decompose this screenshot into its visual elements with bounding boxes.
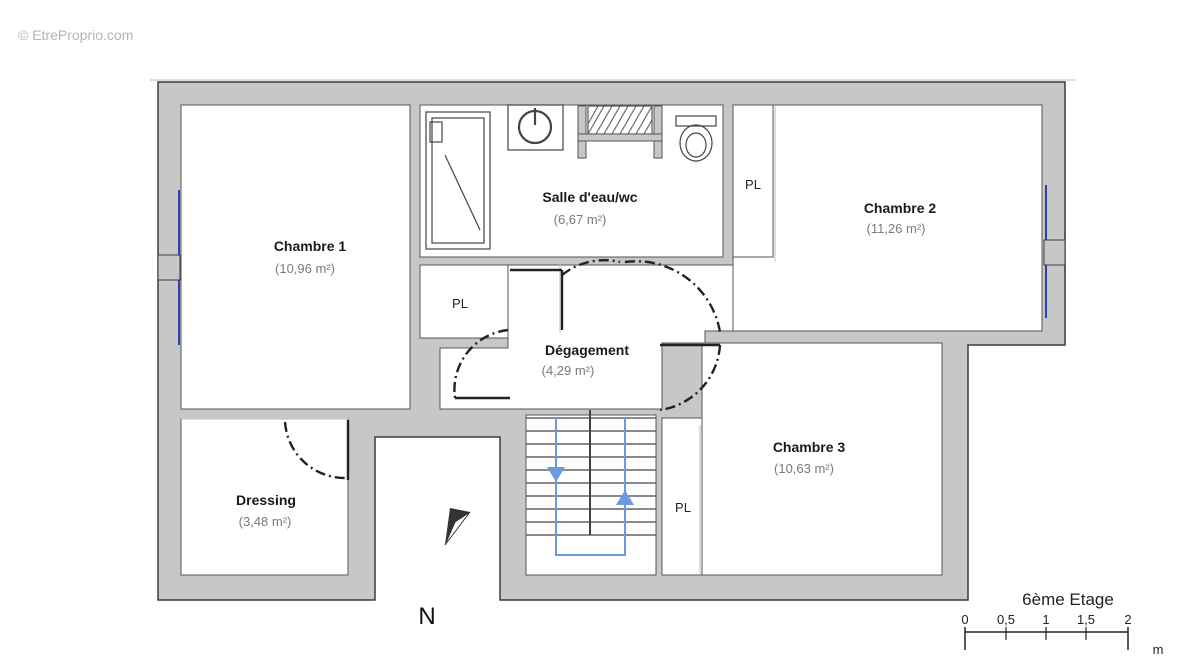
room-chambre-1 [180, 104, 411, 410]
chambre-3-area: (10,63 m²) [774, 461, 834, 476]
degagement-name: Dégagement [545, 342, 629, 358]
pl-label-1: PL [452, 296, 468, 311]
door-chambre3 [659, 344, 722, 412]
hatched-shaft-icon [587, 105, 653, 135]
chambre-1-area: (10,96 m²) [275, 261, 335, 276]
stair-path [555, 418, 626, 556]
dressing-area: (3,48 m²) [239, 514, 292, 529]
chambre-2-area: (11,26 m²) [867, 221, 926, 236]
door-salle-eau [561, 259, 621, 276]
room-chambre-2 [732, 104, 1043, 332]
pl-label-3: PL [675, 500, 691, 515]
stair-arrow-down-icon [547, 467, 565, 482]
wc-wall-right [653, 105, 663, 159]
degagement-area: (4,29 m²) [542, 363, 595, 378]
door-chambre1 [453, 328, 509, 399]
scale-unit: m [1153, 642, 1164, 657]
scale-tick-0-5: 0,5 [997, 612, 1015, 627]
scale-bar [964, 627, 1129, 650]
scale-tick-2: 2 [1124, 612, 1131, 627]
stair-steps [526, 410, 656, 536]
floor-level-label: 6ème Etage [1022, 590, 1114, 609]
dressing-name: Dressing [236, 492, 296, 508]
scale-tick-1: 1 [1042, 612, 1049, 627]
salle-d-eau-area: (6,67 m²) [554, 212, 607, 227]
wall-pier-right [1043, 239, 1066, 266]
pl-label-2: PL [745, 177, 761, 192]
north-label: N [418, 603, 435, 630]
scale-tick-1-5: 1,5 [1077, 612, 1095, 627]
room-dressing [180, 418, 349, 576]
shower-icon [425, 111, 491, 250]
closet-pl-1 [419, 264, 509, 339]
chambre-1-name: Chambre 1 [274, 238, 347, 254]
door-dressing [283, 421, 346, 480]
toilet-icon [675, 115, 717, 162]
door-swings [283, 259, 722, 480]
compass-arrow-icon [444, 508, 471, 546]
door-leaves [346, 268, 720, 480]
room-salle-d-eau [419, 104, 724, 258]
room-chambre-3 [701, 342, 943, 576]
watermark-text: © EtreProprio.com [18, 27, 133, 43]
wall-pier-left [157, 254, 181, 281]
scale-tick-0: 0 [961, 612, 968, 627]
chambre-3-name: Chambre 3 [773, 439, 846, 455]
sink-icon [507, 104, 564, 151]
closet-pl-3 [661, 417, 703, 576]
salle-d-eau-name: Salle d'eau/wc [542, 189, 637, 205]
wc-wall-left [577, 105, 587, 159]
room-degagement [439, 264, 734, 410]
chambre-2-name: Chambre 2 [864, 200, 937, 216]
door-chambre2 [624, 260, 722, 333]
stair-arrow-up-icon [616, 490, 634, 505]
windows [178, 185, 1047, 345]
closet-pl-2 [732, 104, 774, 258]
wc-wall-bar [577, 133, 663, 142]
